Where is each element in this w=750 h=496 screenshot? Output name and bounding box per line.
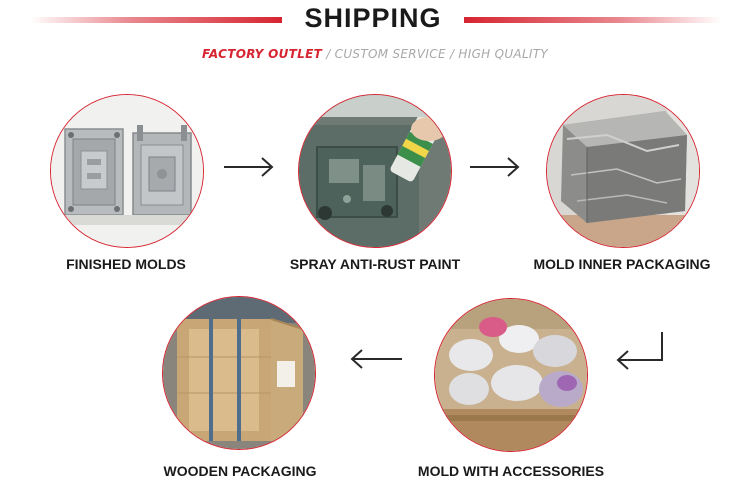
arrow-right-icon [224, 157, 274, 177]
tagline-rest: / CUSTOM SERVICE / HIGH QUALITY [322, 47, 549, 61]
step-label-finished-molds: FINISHED MOLDS [66, 256, 186, 272]
finished-molds-photo [50, 94, 204, 248]
wooden-packaging-photo [162, 296, 316, 450]
return-arrow-icon [616, 332, 663, 370]
arrow-right-icon [470, 157, 520, 177]
header-bar-left [30, 17, 282, 23]
step-label-wooden-packaging: WOODEN PACKAGING [163, 463, 317, 479]
page-title: SHIPPING [304, 3, 442, 33]
step-label-mold-inner-packaging: MOLD INNER PACKAGING [533, 256, 711, 272]
tagline-accent: FACTORY OUTLET [201, 47, 323, 61]
step-label-spray-anti-rust-paint: SPRAY ANTI-RUST PAINT [289, 256, 461, 272]
tagline: FACTORY OUTLET / CUSTOM SERVICE / HIGH Q… [0, 47, 750, 61]
step-label-mold-with-accessories: MOLD WITH ACCESSORIES [417, 463, 605, 479]
arrow-left-icon [350, 349, 402, 369]
mold-with-accessories-photo [434, 298, 588, 452]
header-bar-right [464, 17, 722, 23]
spray-anti-rust-paint-photo [298, 94, 452, 248]
mold-inner-packaging-photo [546, 94, 700, 248]
